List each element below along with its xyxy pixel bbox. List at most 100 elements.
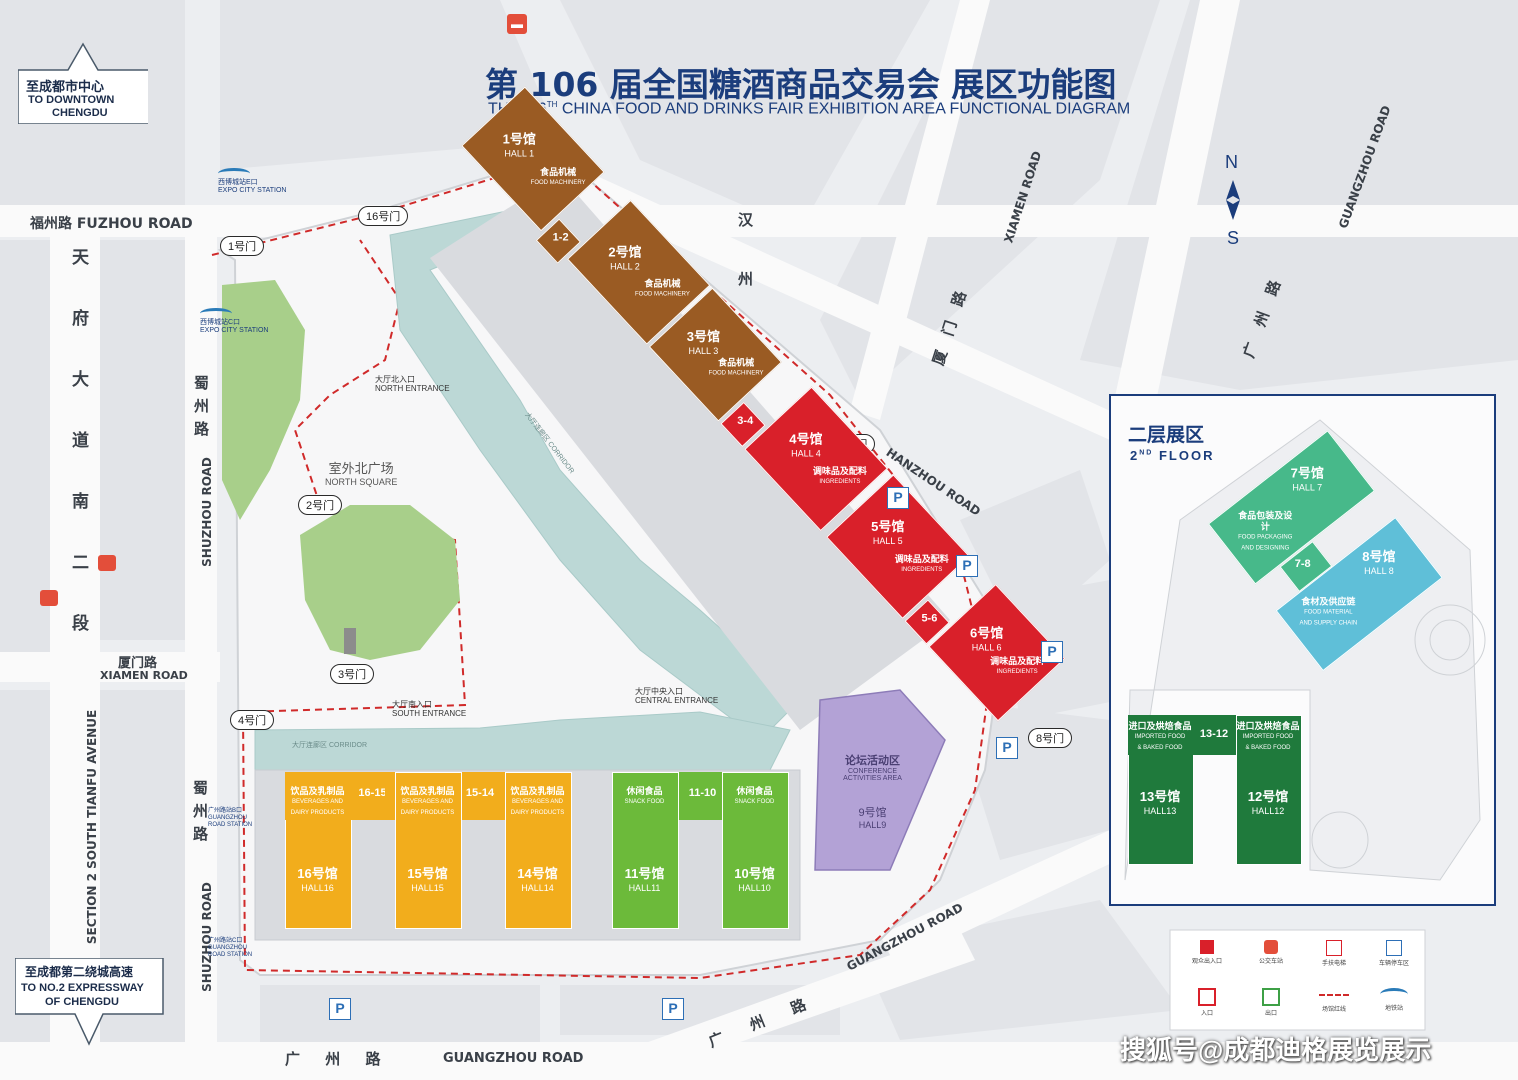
hall-16-category: 饮品及乳制品 BEVERAGES AND DAIRY PRODUCTS <box>285 786 350 819</box>
legend-item: 观众出入口 <box>1183 940 1231 965</box>
hall-16-top <box>285 772 385 820</box>
conference-en1: CONFERENCE <box>847 768 897 775</box>
hall-16-cat-en1: BEVERAGES AND <box>291 799 344 805</box>
downtown-sign-en2: CHENGDU <box>52 107 108 119</box>
parking-icon: P <box>662 998 684 1020</box>
road-xiamen-en: XIAMEN ROAD <box>100 669 188 682</box>
road-shuzhou-en-lower: SHUZHOU ROAD <box>199 882 214 992</box>
hall-14-cn: 14号馆 <box>517 866 558 881</box>
hall-12-cat-en1: IMPORTED FOOD <box>1242 734 1294 740</box>
link-1-2-label: 1-2 <box>552 231 569 244</box>
station-c: 西博城站C口 EXPO CITY STATION <box>200 308 268 335</box>
hall-8-cat-en: FOOD MATERIAL AND SUPPLY CHAIN <box>1299 609 1358 627</box>
hall-5-en: HALL 5 <box>872 536 903 547</box>
entry-icon <box>1198 988 1216 1006</box>
subtitle-sup: TH <box>546 100 558 109</box>
hall-12-cat-cn: 进口及烘焙食品 <box>1236 721 1300 731</box>
hall-14-category: 饮品及乳制品 BEVERAGES AND DAIRY PRODUCTS <box>505 786 570 819</box>
legend-label: 车辆停车区 <box>1378 961 1409 967</box>
hall-10-cat-cn: 休闲食品 <box>736 786 773 796</box>
hall-1-cn: 1号馆 <box>502 131 536 147</box>
road-fuzhou: 福州路 FUZHOU ROAD <box>30 216 193 232</box>
station-e: 西博城站E口 EXPO CITY STATION <box>218 168 286 195</box>
visitor-entrance-icon <box>1200 940 1214 954</box>
boundary-line-icon <box>1319 994 1349 996</box>
hall-4-cn: 4号馆 <box>789 431 823 447</box>
north-square-en: NORTH SQUARE <box>325 477 398 487</box>
entrance-north: 大厅北入口 NORTH ENTRANCE <box>375 375 450 393</box>
hall-5-cn: 5号馆 <box>871 519 905 535</box>
compass-south: S <box>1227 228 1240 248</box>
bus-stop-icon: ▬ <box>507 14 527 34</box>
parking-icon: P <box>996 737 1018 759</box>
downtown-sign-en1: TO DOWNTOWN <box>28 94 115 106</box>
legend-label: 手扶电梯 <box>1321 961 1346 967</box>
hall-8-cat-cn: 食材及供应链 <box>1301 596 1356 607</box>
hall-1-cat-en: FOOD MACHINERY <box>530 179 586 186</box>
legend-label: 观众出入口 <box>1191 959 1222 965</box>
gate-16: 16号门 <box>358 206 409 226</box>
station-g1-cn: 广州路站B口 <box>208 808 243 814</box>
gate-3: 3号门 <box>330 664 375 684</box>
hall-12-cat-en2: & BAKED FOOD <box>1245 745 1291 751</box>
hall-11-cn: 11号馆 <box>624 866 665 881</box>
hall-10 <box>722 772 789 929</box>
road-guangzhou-bottom-cn: 广 州 路 <box>285 1050 391 1068</box>
station-icon <box>218 168 250 179</box>
hall-12-cn: 12号馆 <box>1247 789 1289 804</box>
legend-label: 出口 <box>1264 1011 1277 1017</box>
hall-5-cat-en: INGREDIENTS <box>901 566 943 573</box>
conference-cn: 论坛活动区 <box>845 755 900 767</box>
station-c-cn: 西博城站C口 <box>200 319 241 326</box>
hall-11-en: HALL11 <box>628 883 661 893</box>
parking-icon: P <box>329 998 351 1020</box>
link-3-4-label: 3-4 <box>737 415 754 428</box>
legend-item: 车辆停车区 <box>1370 940 1418 967</box>
legend-item: 地铁站 <box>1370 988 1418 1012</box>
second-floor-prefix: 2 <box>1130 448 1140 463</box>
hall-12-category: 进口及烘焙食品 IMPORTED FOOD & BAKED FOOD <box>1236 721 1300 754</box>
legend: 观众出入口 公交车站 手扶电梯 车辆停车区 入口 出口 场馆红线 地铁站 <box>1175 940 1420 1025</box>
hall-2-cn: 2号馆 <box>608 244 642 260</box>
entrance-south-cn: 大厅南入口 <box>392 700 432 709</box>
hall-13-cn: 13号馆 <box>1139 789 1181 804</box>
watermark: 搜狐号@成都迪格展览展示 <box>1120 1035 1432 1065</box>
road-shuzhou-cn-lower: 蜀州路 <box>191 780 209 849</box>
hall-7-cat-en: FOOD PACKAGING AND DESIGNING <box>1238 534 1293 552</box>
gate-8: 8号门 <box>1028 728 1073 748</box>
station-g1-en2: ROAD STATION <box>208 822 253 828</box>
hall-7-cat-cn: 食品包装及设计 <box>1238 510 1293 532</box>
hall-13-category: 进口及烘焙食品 IMPORTED FOOD & BAKED FOOD <box>1128 721 1192 754</box>
gate-4: 4号门 <box>230 710 275 730</box>
hall-14-en: HALL14 <box>521 883 554 893</box>
hall-8-en: HALL 8 <box>1364 566 1394 577</box>
legend-item: 手扶电梯 <box>1310 940 1358 967</box>
corridor-label-bottom: 大厅连廊区 CORRIDOR <box>292 742 368 749</box>
station-g2-en2: ROAD STATION <box>208 952 253 958</box>
hall-16-cat-cn: 饮品及乳制品 <box>290 786 345 796</box>
hall-3-en: HALL 3 <box>688 345 719 356</box>
road-xiamen-cn: 厦门路 <box>118 656 158 671</box>
hall-9-en: HALL9 <box>858 820 887 830</box>
station-g2: 广州路站C口 GUANGZHOU ROAD STATION <box>208 938 252 959</box>
hall-9-cn: 9号馆 <box>858 807 887 819</box>
map-subtitle: THE106TH CHINA FOOD AND DRINKS FAIR EXHI… <box>488 100 1130 118</box>
bus-icon <box>1264 940 1278 954</box>
hall-3-cat-en: FOOD MACHINERY <box>708 370 764 377</box>
legend-item: 场馆红线 <box>1310 988 1358 1013</box>
station-c-en: EXPO CITY STATION <box>200 327 269 334</box>
station-g2-cn: 广州路站C口 <box>208 938 243 944</box>
hall-15-en: HALL15 <box>411 883 444 893</box>
hall-14-label: 14号馆 HALL14 <box>505 866 570 896</box>
hall-11-cat-en: SNACK FOOD <box>624 799 665 805</box>
hall-13-cat-en1: IMPORTED FOOD <box>1134 734 1186 740</box>
